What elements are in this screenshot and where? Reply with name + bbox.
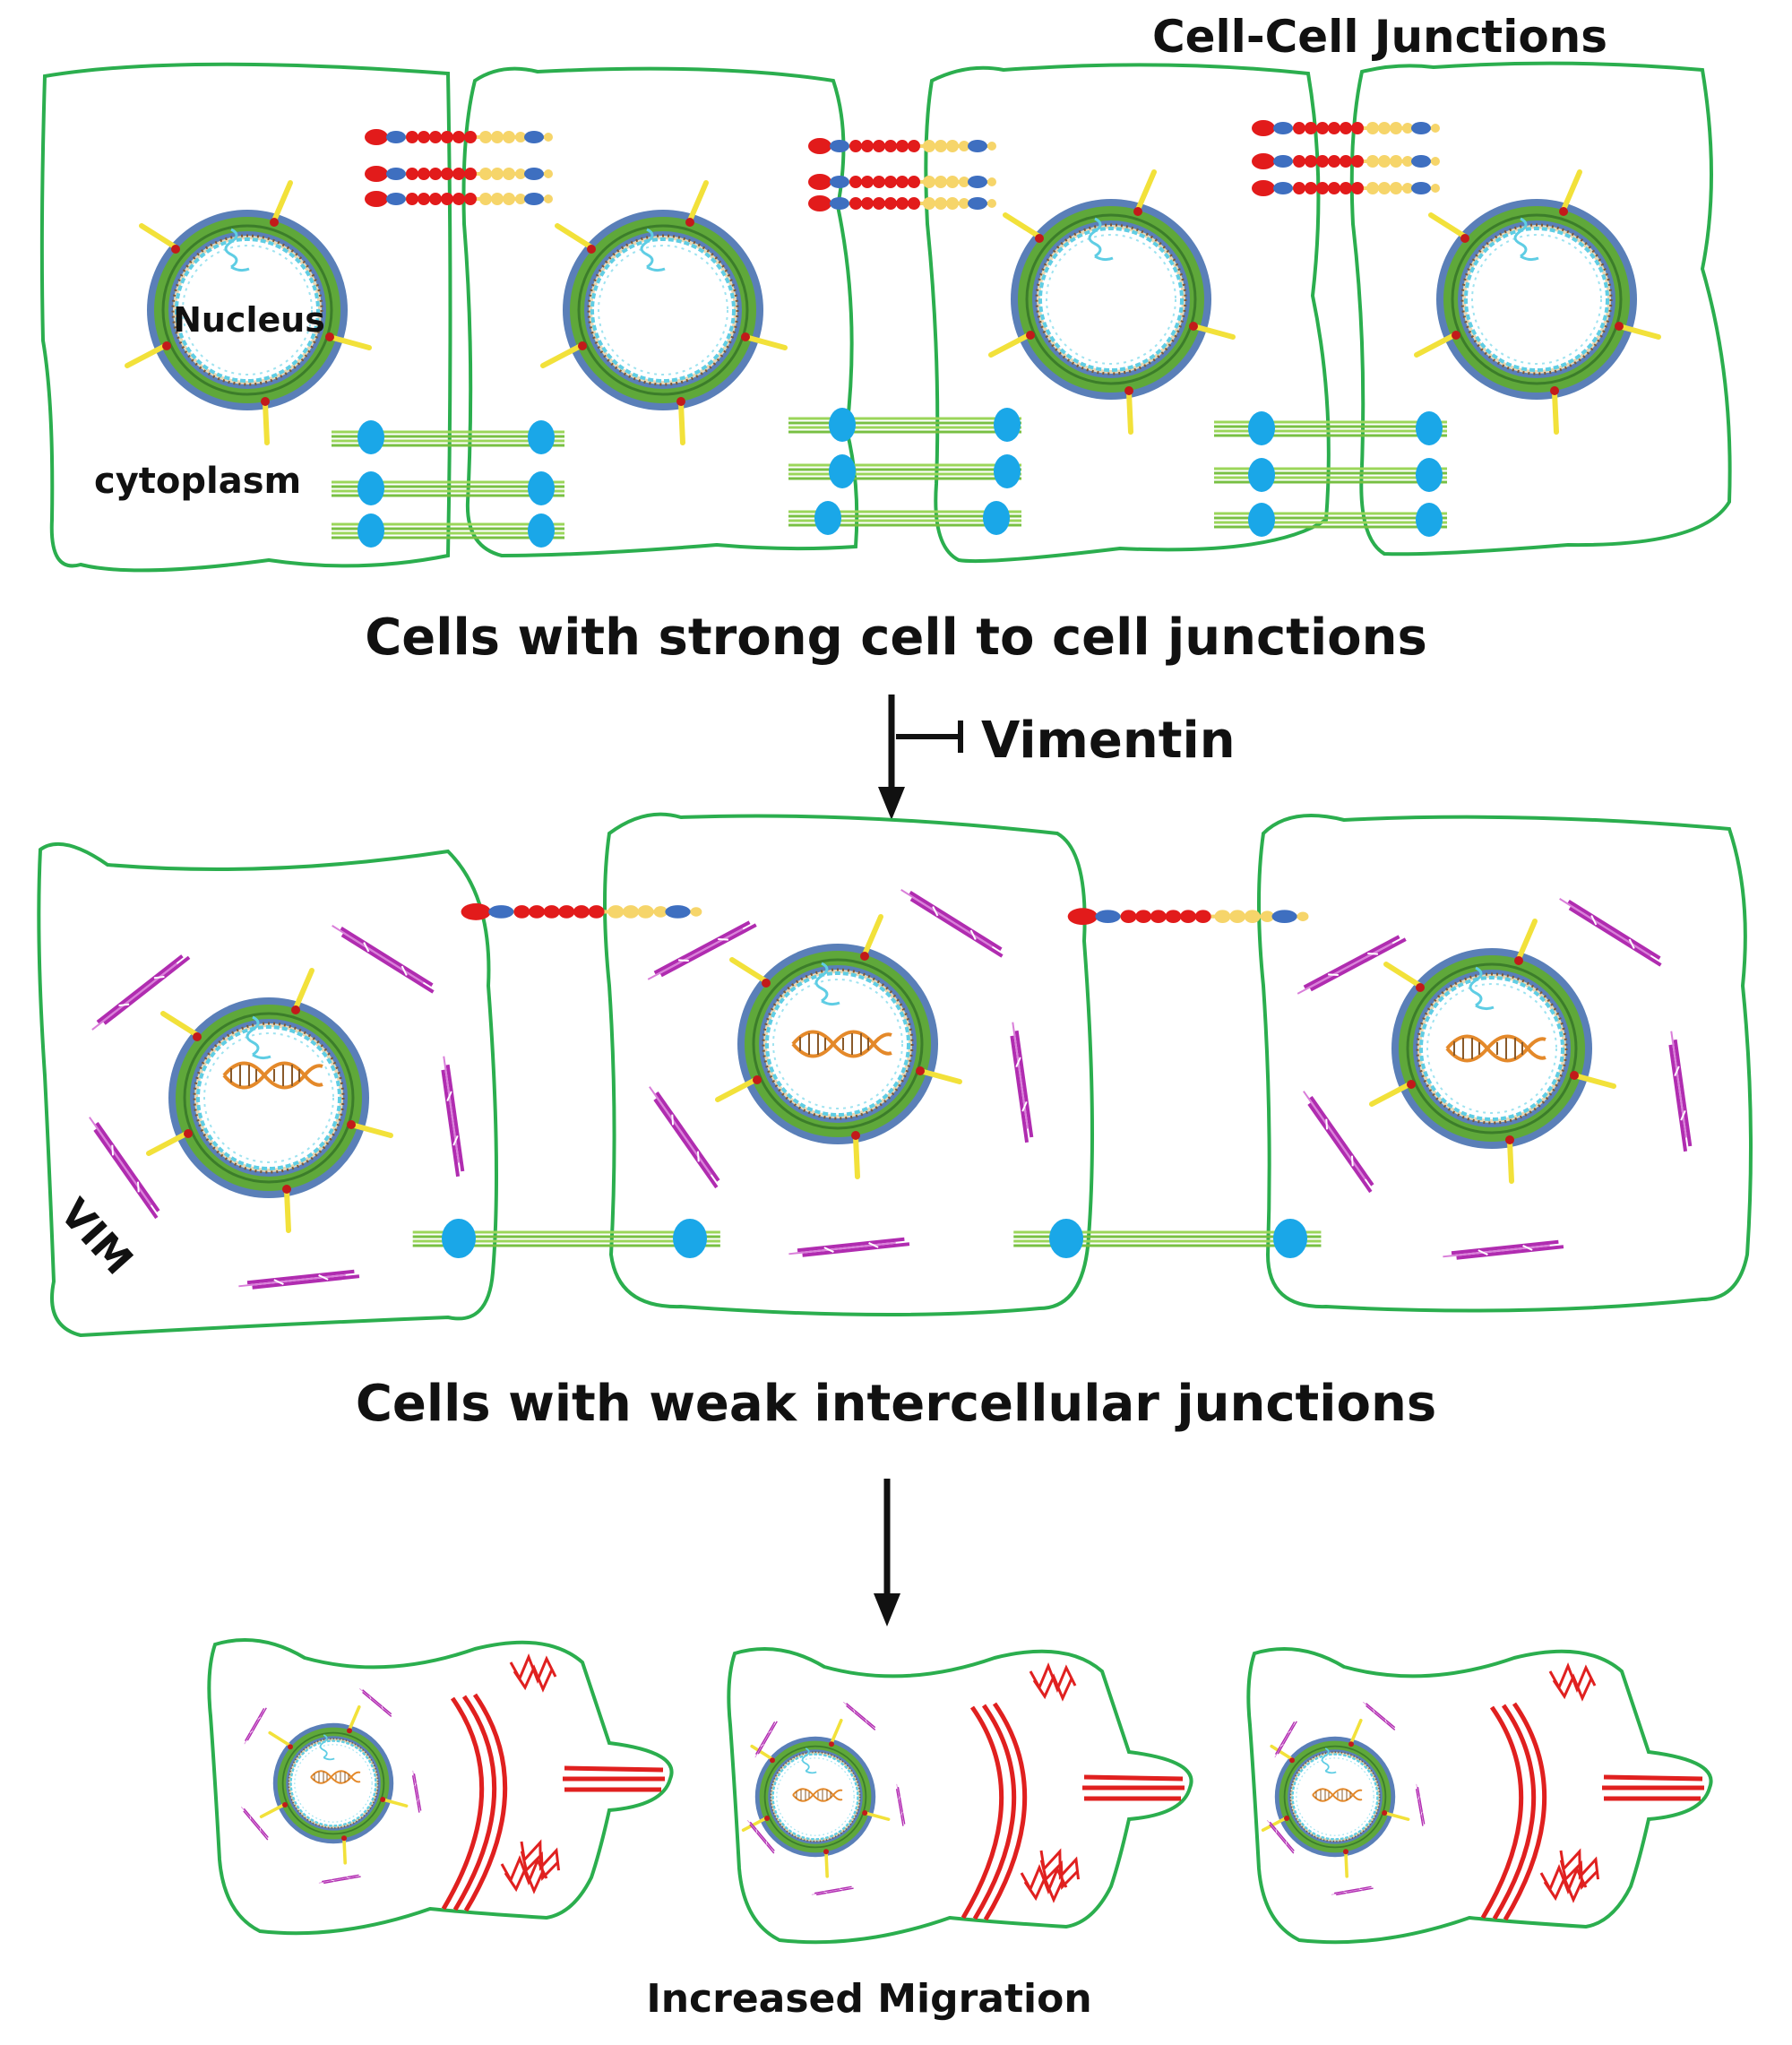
nucleus — [991, 172, 1233, 432]
cadherin-junction — [363, 118, 1442, 213]
nucleus — [718, 917, 960, 1177]
migrating-cell — [727, 1647, 1193, 1945]
row-weak-junctions: VIM — [37, 812, 1753, 1338]
label-cytoplasm: cytoplasm — [94, 461, 301, 502]
actin-arc — [1480, 1702, 1704, 1921]
desmosome-junction — [330, 408, 1449, 548]
cell-membrane — [603, 812, 1094, 1317]
desmosome-junction — [410, 1219, 1323, 1258]
actin-arc — [961, 1702, 1185, 1921]
title-weak-junctions: Cells with weak intercellular junctions — [356, 1375, 1436, 1433]
cell-membrane — [727, 1647, 1193, 1945]
title-strong-junctions: Cells with strong cell to cell junctions — [365, 608, 1427, 667]
cell-membrane — [924, 63, 1331, 564]
label-increased-migration: Increased Migration — [646, 1976, 1091, 2022]
arrow-down — [878, 695, 905, 820]
cell-membrane — [37, 841, 498, 1338]
cell-membrane — [1257, 814, 1753, 1313]
nucleus — [543, 183, 785, 443]
arrow-down — [874, 1479, 900, 1627]
cell-membrane — [39, 62, 452, 573]
label-vimentin: Vimentin — [981, 712, 1236, 770]
nucleus — [259, 1705, 409, 1865]
cell-membrane — [1246, 1647, 1713, 1945]
label-vim: VIM — [51, 1190, 142, 1283]
label-nucleus: Nucleus — [173, 300, 325, 340]
cell-membrane — [1349, 61, 1732, 557]
nucleus — [149, 971, 391, 1230]
cell-membrane — [461, 66, 859, 558]
label-cell-cell-junctions: Cell-Cell Junctions — [1152, 11, 1607, 63]
nucleus — [1417, 172, 1658, 432]
actin-arc — [441, 1693, 665, 1912]
cell-membrane — [207, 1638, 674, 1936]
inhibition-bar — [896, 720, 963, 753]
cadherin-junction — [461, 903, 1309, 925]
row-strong-junctions: Cell-Cell Junctions Nucleus cytoplasm — [39, 11, 1732, 573]
migrating-cell — [1246, 1647, 1713, 1945]
row-migrating-cells — [207, 1638, 1713, 1945]
migrating-cell — [207, 1638, 674, 1936]
nucleus — [1372, 921, 1614, 1181]
